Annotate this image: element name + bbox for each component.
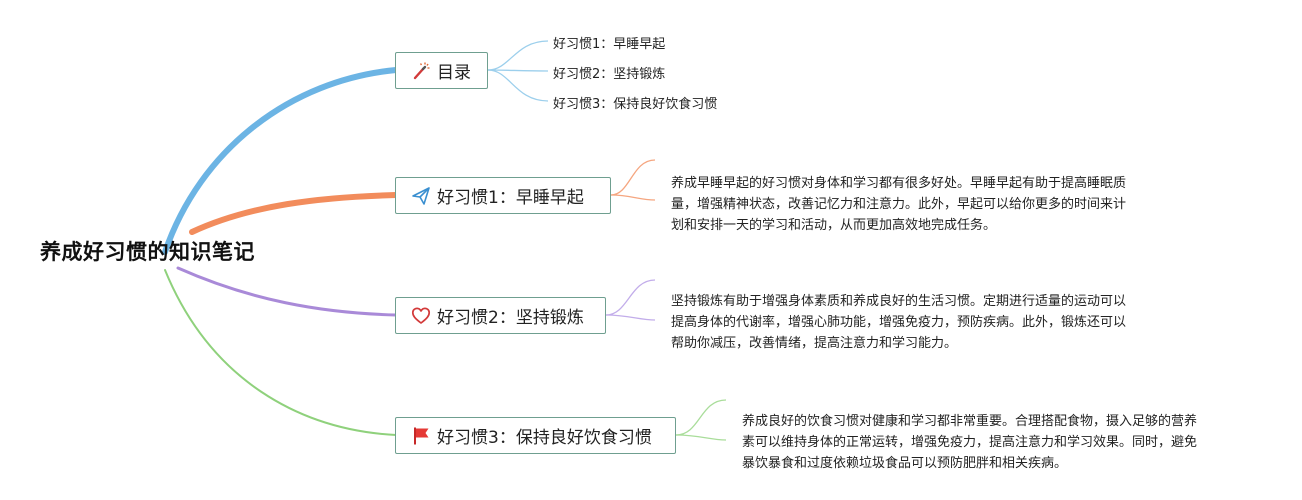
branch-habit2 — [176, 266, 398, 317]
habit3-node[interactable]: 好习惯3：保持良好饮食习惯 — [395, 417, 676, 454]
habit2-node[interactable]: 好习惯2：坚持锻炼 — [395, 297, 606, 334]
description-line: 提高身体的代谢率，增强心肺功能，增强免疫力，预防疾病。此外，锻炼还可以 — [671, 315, 1127, 330]
toc-item-3[interactable]: 好习惯3：保持良好饮食习惯 — [553, 97, 718, 112]
habit2-connector-base — [605, 314, 656, 321]
habit3-connector — [675, 399, 727, 436]
description-line: 暴饮暴食和过度依赖垃圾食品可以预防肥胖和相关疾病。 — [742, 456, 1068, 471]
toc-sub-branch-2 — [487, 69, 549, 72]
habit2-label: 好习惯2：坚持锻炼 — [437, 308, 584, 328]
toc-sub-branch-1 — [487, 40, 549, 71]
description-line: 坚持锻炼有助于增强身体素质和养成良好的生活习惯。定期进行适量的运动可以 — [671, 294, 1127, 309]
habit3-connector-base — [675, 434, 727, 441]
heart-icon — [410, 306, 432, 326]
toc-item-2[interactable]: 好习惯2：坚持锻炼 — [553, 67, 666, 82]
description-line: 量，增强精神状态，改善记忆力和注意力。此外，早起可以给你更多的时间来计 — [671, 197, 1127, 212]
habit2-description: 坚持锻炼有助于增强身体素质和养成良好的生活习惯。定期进行适量的运动可以 提高身体… — [671, 291, 1126, 354]
habit2-connector — [605, 279, 656, 316]
branch-habit3 — [164, 269, 397, 436]
toc-item-1[interactable]: 好习惯1：早睡早起 — [553, 37, 666, 52]
habit1-description: 养成早睡早起的好习惯对身体和学习都有很多好处。早睡早起有助于提高睡眠质 量，增强… — [671, 173, 1126, 236]
magic-wand-icon — [410, 61, 432, 81]
habit1-node[interactable]: 好习惯1：早睡早起 — [395, 177, 611, 214]
description-line: 帮助你减压，改善情绪，提高注意力和学习能力。 — [671, 336, 958, 351]
description-line: 划和安排一天的学习和活动，从而更加高效地完成任务。 — [671, 218, 997, 233]
branch-habit1 — [189, 192, 399, 235]
paper-plane-icon — [410, 186, 432, 206]
toc-label: 目录 — [437, 63, 471, 83]
description-line: 养成早睡早起的好习惯对身体和学习都有很多好处。早睡早起有助于提高睡眠质 — [671, 176, 1127, 191]
habit3-label: 好习惯3：保持良好饮食习惯 — [437, 428, 652, 448]
description-line: 素可以维持身体的正常运转，增强免疫力，提高注意力和学习效果。同时，避免 — [742, 435, 1198, 450]
habit3-description: 养成良好的饮食习惯对健康和学习都非常重要。合理搭配食物，摄入足够的营养 素可以维… — [742, 411, 1197, 474]
description-line: 养成良好的饮食习惯对健康和学习都非常重要。合理搭配食物，摄入足够的营养 — [742, 414, 1198, 429]
habit1-connector-base — [610, 194, 656, 201]
habit1-connector — [610, 159, 656, 196]
branch-toc — [162, 67, 399, 255]
toc-sub-branch-3 — [487, 69, 549, 102]
red-flag-icon — [410, 426, 432, 446]
habit1-label: 好习惯1：早睡早起 — [437, 188, 584, 208]
toc-node[interactable]: 目录 — [395, 52, 488, 89]
root-topic[interactable]: 养成好习惯的知识笔记 — [40, 240, 255, 264]
